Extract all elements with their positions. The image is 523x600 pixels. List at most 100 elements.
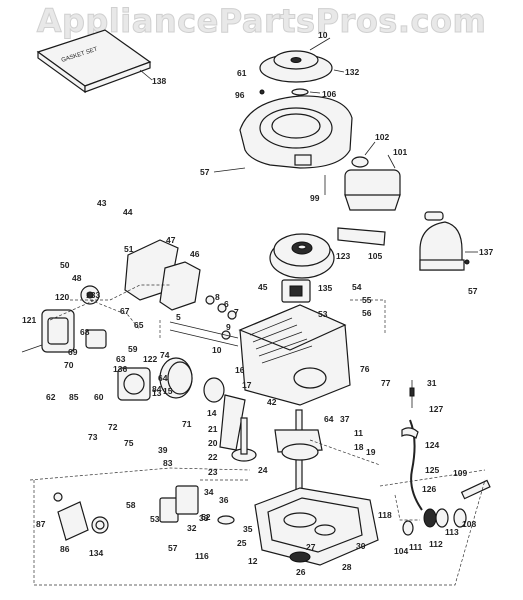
part-label-19[interactable]: 19 xyxy=(366,447,376,457)
part-label-13[interactable]: 13 xyxy=(152,388,162,398)
part-label-120[interactable]: 120 xyxy=(55,292,69,302)
part-label-5[interactable]: 5 xyxy=(176,312,181,322)
part-label-74[interactable]: 74 xyxy=(160,350,170,360)
part-label-12[interactable]: 12 xyxy=(248,556,258,566)
part-label-67[interactable]: 67 xyxy=(120,306,130,316)
part-label-15[interactable]: 15 xyxy=(163,386,173,396)
piston[interactable] xyxy=(159,357,225,403)
part-label-27[interactable]: 27 xyxy=(306,542,316,552)
part-label-121[interactable]: 121 xyxy=(22,315,36,325)
part-label-106[interactable]: 106 xyxy=(322,89,336,99)
part-label-69[interactable]: 69 xyxy=(68,347,78,357)
carburetor-body[interactable] xyxy=(80,285,151,401)
part-label-11[interactable]: 11 xyxy=(354,428,363,438)
muffler-deflector[interactable] xyxy=(337,227,386,246)
drive-pulley-parts[interactable] xyxy=(402,479,491,536)
part-label-39[interactable]: 39 xyxy=(158,445,168,455)
part-label-73[interactable]: 73 xyxy=(88,432,98,442)
part-label-14[interactable]: 14 xyxy=(207,408,217,418)
part-label-24[interactable]: 24 xyxy=(258,465,268,475)
part-label-111[interactable]: 111 xyxy=(409,542,423,552)
part-label-64b[interactable]: 64 xyxy=(324,414,334,424)
part-label-122[interactable]: 122 xyxy=(143,354,157,364)
part-label-102[interactable]: 102 xyxy=(375,132,389,142)
oil-seal-26[interactable] xyxy=(289,551,311,563)
part-label-84[interactable]: 84 xyxy=(152,384,162,394)
part-label-45[interactable]: 45 xyxy=(258,282,268,292)
muffler[interactable] xyxy=(344,156,401,211)
part-label-31[interactable]: 31 xyxy=(427,378,437,388)
part-label-56[interactable]: 56 xyxy=(362,308,372,318)
recoil-cup[interactable] xyxy=(53,492,109,541)
part-label-17[interactable]: 17 xyxy=(242,380,252,390)
part-label-10[interactable]: 10 xyxy=(318,30,328,40)
part-label-52[interactable]: 52 xyxy=(201,512,211,522)
part-label-57c[interactable]: 57 xyxy=(168,543,178,553)
part-label-136[interactable]: 136 xyxy=(113,364,127,374)
flywheel-cap[interactable] xyxy=(259,50,333,83)
part-label-105[interactable]: 105 xyxy=(368,251,382,261)
part-label-61[interactable]: 61 xyxy=(237,68,247,78)
part-label-125[interactable]: 125 xyxy=(425,465,439,475)
part-label-34[interactable]: 34 xyxy=(204,487,214,497)
part-label-104[interactable]: 104 xyxy=(394,546,408,556)
part-label-137[interactable]: 137 xyxy=(479,247,493,257)
part-label-6[interactable]: 6 xyxy=(224,299,229,309)
part-label-108[interactable]: 108 xyxy=(462,519,476,529)
part-label-83[interactable]: 83 xyxy=(163,458,173,468)
part-label-85[interactable]: 85 xyxy=(69,392,79,402)
part-label-59[interactable]: 59 xyxy=(128,344,138,354)
part-label-30[interactable]: 30 xyxy=(356,541,366,551)
part-label-123[interactable]: 123 xyxy=(336,251,350,261)
camshaft-gear[interactable] xyxy=(231,417,257,462)
breather-assembly[interactable] xyxy=(159,485,235,525)
part-label-10b[interactable]: 10 xyxy=(212,345,222,355)
part-label-72[interactable]: 72 xyxy=(108,422,118,432)
part-label-54[interactable]: 54 xyxy=(352,282,362,292)
part-label-70[interactable]: 70 xyxy=(64,360,74,370)
part-label-55[interactable]: 55 xyxy=(362,295,372,305)
part-label-99[interactable]: 99 xyxy=(310,193,320,203)
starter-assembly[interactable] xyxy=(419,211,465,271)
part-label-135[interactable]: 135 xyxy=(318,283,332,293)
blower-housing[interactable] xyxy=(239,95,353,169)
part-label-26[interactable]: 26 xyxy=(296,567,306,577)
part-label-127[interactable]: 127 xyxy=(429,404,443,414)
part-label-76[interactable]: 76 xyxy=(360,364,370,374)
part-label-138[interactable]: 138 xyxy=(152,76,166,86)
part-label-63[interactable]: 63 xyxy=(116,354,126,364)
part-label-22[interactable]: 22 xyxy=(208,452,218,462)
part-label-47[interactable]: 47 xyxy=(166,235,176,245)
part-label-37[interactable]: 37 xyxy=(340,414,350,424)
part-label-133[interactable]: 133 xyxy=(86,290,100,300)
part-label-28[interactable]: 28 xyxy=(342,562,352,572)
part-label-116[interactable]: 116 xyxy=(195,551,209,561)
part-label-60[interactable]: 60 xyxy=(94,392,104,402)
part-label-42[interactable]: 42 xyxy=(267,397,277,407)
air-filter-housing[interactable] xyxy=(41,309,75,353)
part-label-20[interactable]: 20 xyxy=(208,438,218,448)
part-label-21[interactable]: 21 xyxy=(208,424,218,434)
gasket-set-box[interactable]: GASKET SET xyxy=(36,29,152,94)
part-label-68[interactable]: 68 xyxy=(80,327,90,337)
part-label-53[interactable]: 53 xyxy=(318,309,328,319)
part-label-32[interactable]: 32 xyxy=(187,523,197,533)
part-label-36[interactable]: 36 xyxy=(219,495,229,505)
part-label-9[interactable]: 9 xyxy=(226,322,231,332)
part-label-25[interactable]: 25 xyxy=(237,538,247,548)
part-label-23[interactable]: 23 xyxy=(208,467,218,477)
flywheel[interactable] xyxy=(269,233,335,279)
part-label-112[interactable]: 112 xyxy=(429,539,443,549)
part-label-51[interactable]: 51 xyxy=(124,244,134,254)
part-label-118[interactable]: 118 xyxy=(378,510,392,520)
part-label-96[interactable]: 96 xyxy=(235,90,245,100)
part-label-48[interactable]: 48 xyxy=(72,273,82,283)
crankshaft[interactable] xyxy=(274,409,323,511)
part-label-62[interactable]: 62 xyxy=(46,392,56,402)
part-label-77[interactable]: 77 xyxy=(381,378,391,388)
part-label-57a[interactable]: 57 xyxy=(200,167,210,177)
part-label-33[interactable]: 33 xyxy=(199,513,209,523)
part-label-8[interactable]: 8 xyxy=(215,292,220,302)
part-label-126[interactable]: 126 xyxy=(422,484,436,494)
part-label-53b[interactable]: 53 xyxy=(150,514,160,524)
